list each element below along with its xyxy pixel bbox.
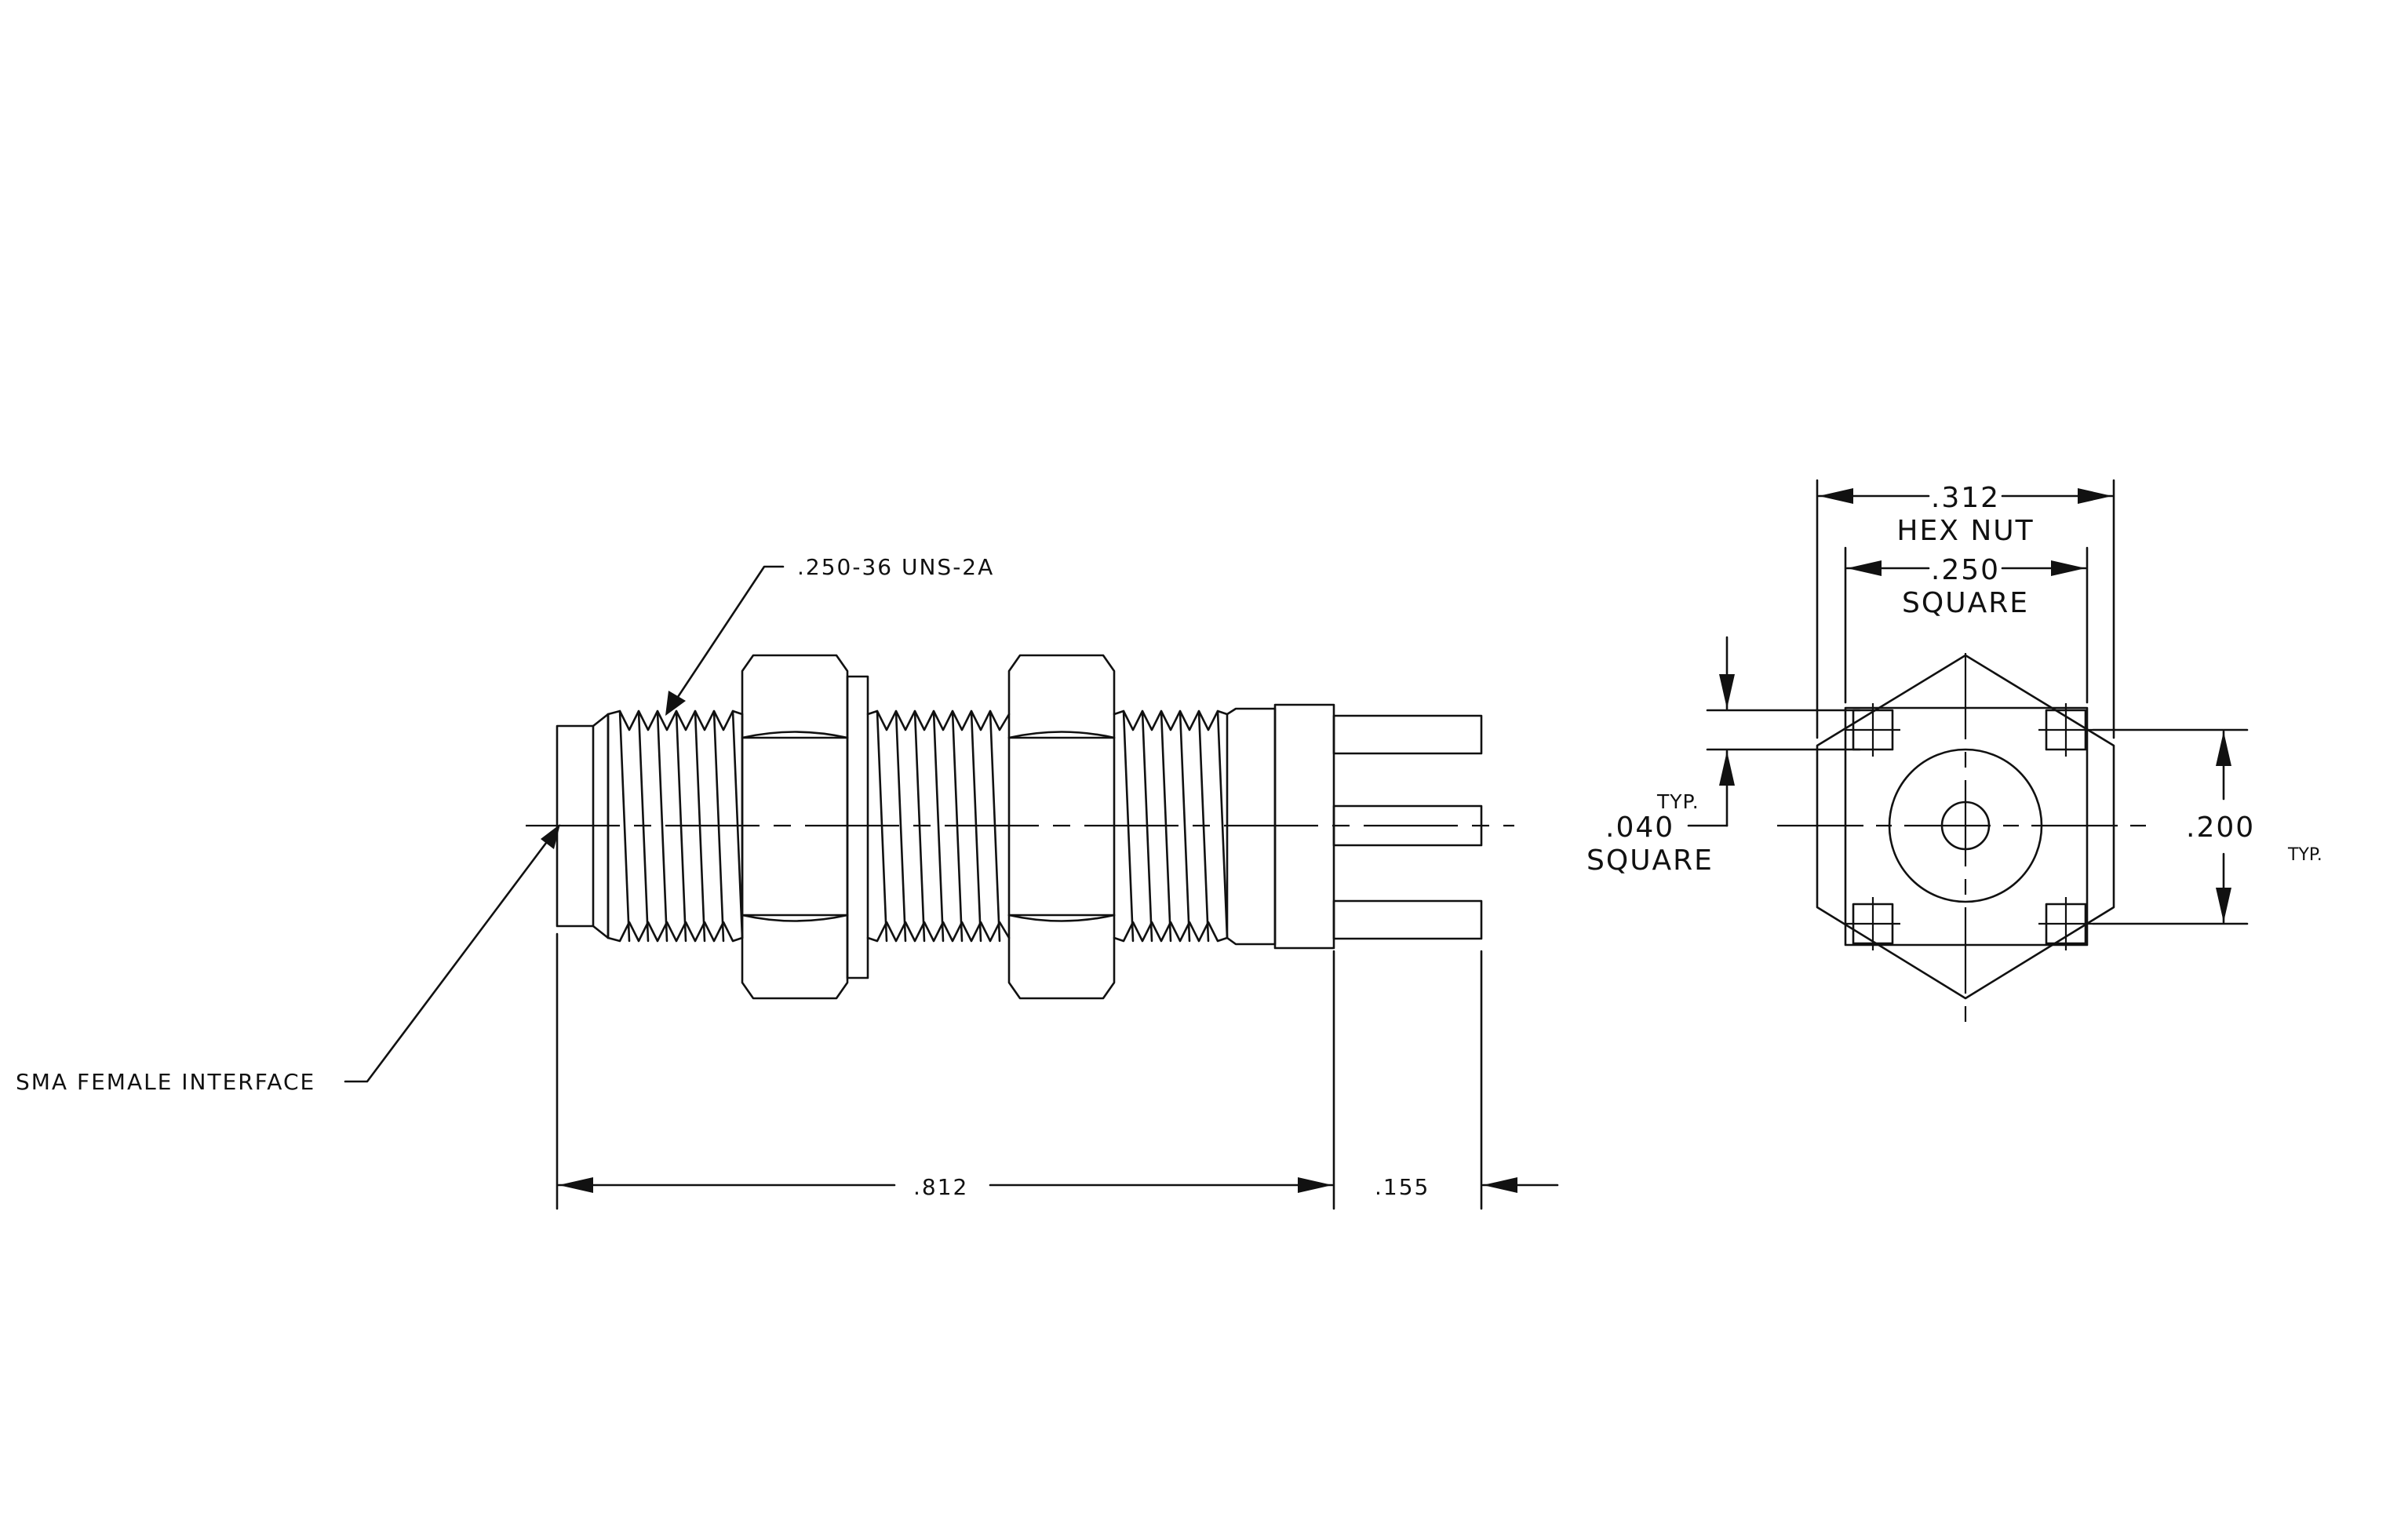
hex-nut-label: HEX NUT	[1896, 515, 2034, 547]
rear-thread	[1113, 709, 1229, 943]
hex-nut-2	[1007, 654, 1116, 1000]
pin-spacing-dim-text: .200	[2186, 812, 2255, 844]
square-flange	[1844, 706, 2089, 947]
thread-callout: .250-36 UNS-2A	[665, 554, 994, 716]
pin-spacing-typ: TYP.	[2287, 845, 2322, 865]
square-dimension: .250 SQUARE	[1844, 546, 2089, 704]
square-dim-text: .250	[1931, 554, 2000, 586]
middle-thread	[866, 709, 1011, 943]
pin-bottom	[1332, 899, 1483, 940]
pin-size-label: SQUARE	[1587, 844, 1714, 877]
front-thread	[607, 709, 744, 943]
hex-nut-dim-text: .312	[1931, 482, 2000, 514]
pin-size-typ: TYP.	[1656, 790, 1699, 813]
pin-length-text: .155	[1375, 1174, 1430, 1200]
end-view: .312 HEX NUT .250 SQUARE TYP. .040 SQUAR…	[1587, 479, 2322, 1022]
pin-size-dimension: TYP. .040 SQUARE	[1587, 636, 1861, 877]
square-label: SQUARE	[1902, 587, 2029, 619]
pin-pads	[1845, 703, 2093, 950]
side-view: .250-36 UNS-2A SMA FEMALE INTERFACE .812…	[16, 554, 1559, 1210]
overall-length-text: .812	[913, 1174, 968, 1200]
interface-callout-text: SMA FEMALE INTERFACE	[16, 1069, 315, 1095]
thread-callout-text: .250-36 UNS-2A	[797, 554, 994, 580]
pin-top	[1332, 714, 1483, 755]
lock-washer	[846, 675, 869, 979]
center-contact-circle	[1940, 801, 1991, 851]
pin-spacing-dimension: .200 TYP.	[2092, 728, 2322, 925]
hex-nut-1	[741, 654, 849, 1000]
interface-callout: SMA FEMALE INTERFACE	[16, 824, 560, 1095]
hex-nut-dimension: .312 HEX NUT	[1816, 479, 2115, 739]
pin-center	[1332, 804, 1483, 847]
overall-length-dimension: .812	[557, 1174, 1334, 1200]
dielectric-circle	[1888, 748, 2043, 903]
front-sleeve	[556, 724, 595, 928]
pin-length-dimension: .155	[1375, 1174, 1559, 1200]
hex-nut-outline	[1816, 654, 2115, 1000]
pcb-pins	[1332, 714, 1483, 940]
pin-size-dim-text: .040	[1605, 812, 1674, 844]
